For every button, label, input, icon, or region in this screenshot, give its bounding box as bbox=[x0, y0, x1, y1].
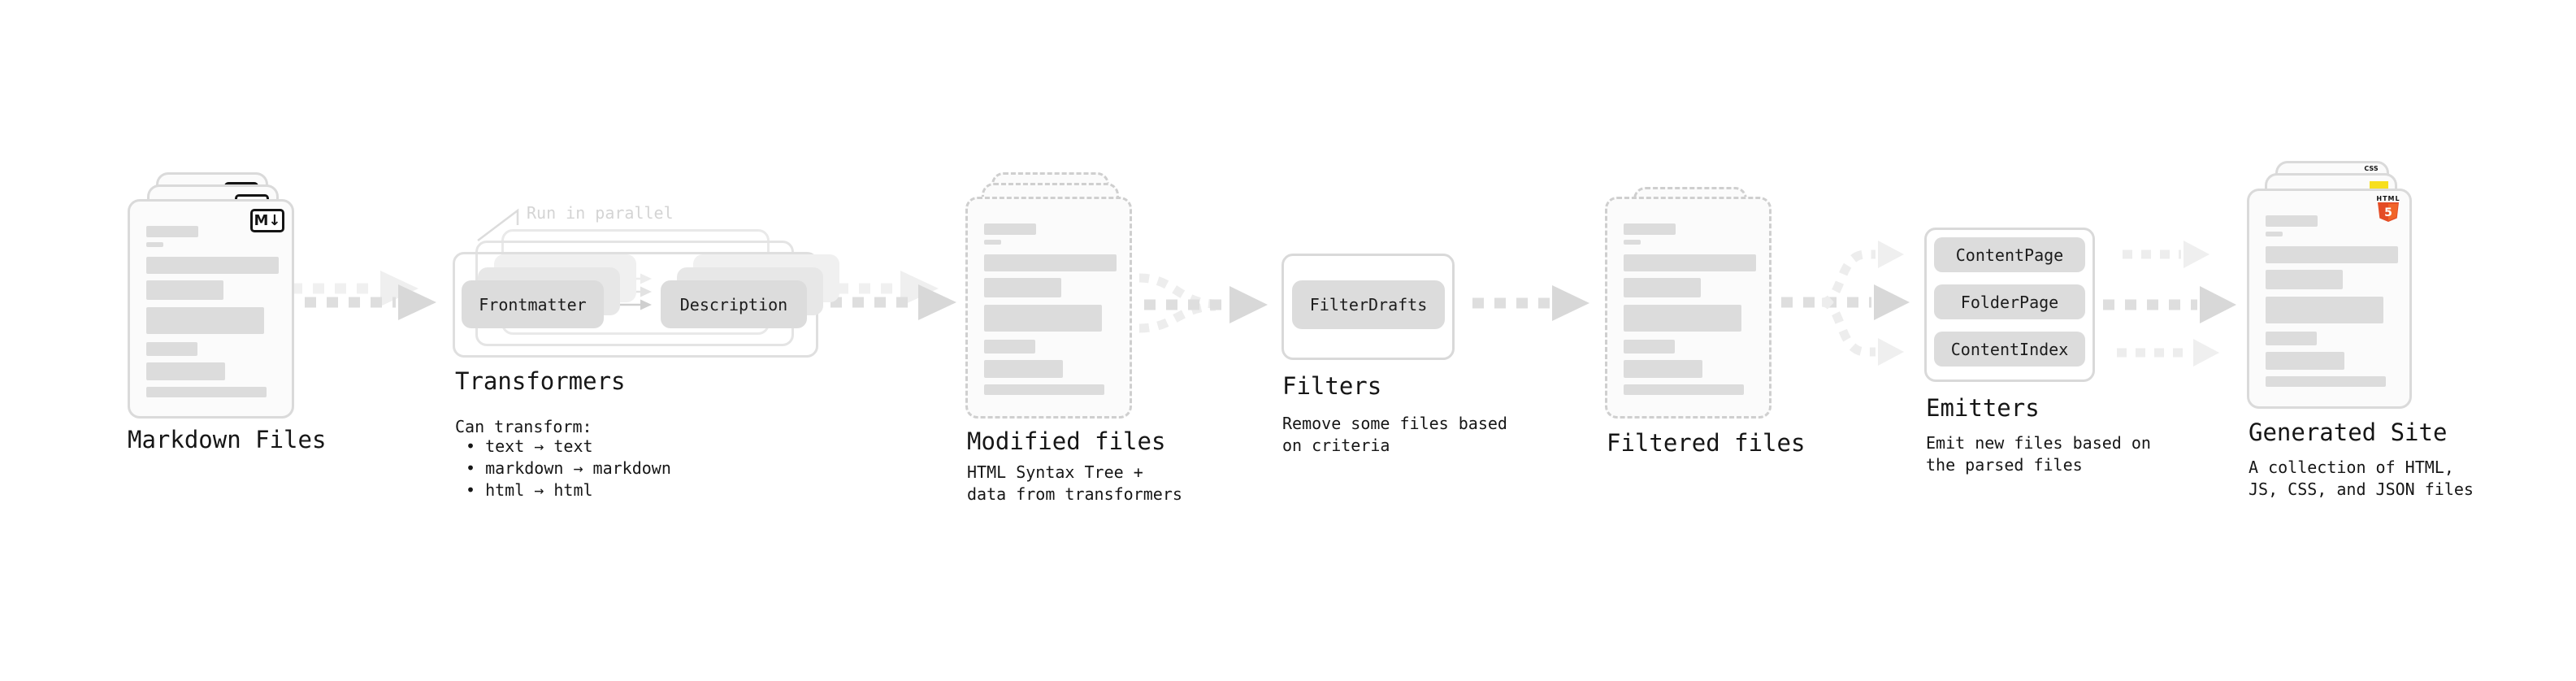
filters-description: Remove some files based on criteria bbox=[1282, 413, 1507, 457]
transformers-heading: Can transform: bbox=[455, 417, 592, 436]
arrow-markdown-to-transformers-light bbox=[291, 271, 418, 306]
arrow-filtered-to-emitters bbox=[1781, 241, 1910, 366]
arrow-emitters-to-site-bottom bbox=[2117, 339, 2219, 367]
stage-label-markdown-files: Markdown Files bbox=[128, 426, 327, 453]
file-content-skeleton bbox=[2266, 215, 2398, 387]
markdown-icon: M↓ bbox=[250, 209, 284, 232]
js-logo-icon bbox=[2370, 181, 2388, 189]
filtered-file-card-front bbox=[1605, 197, 1772, 419]
bullet-item: markdown → markdown bbox=[466, 458, 671, 479]
description-line: HTML Syntax Tree + bbox=[967, 462, 1143, 482]
filterdrafts-pill: FilterDrafts bbox=[1292, 280, 1445, 329]
description-line: the parsed files bbox=[1926, 455, 2083, 475]
modified-files-description: HTML Syntax Tree + data from transformer… bbox=[967, 462, 1182, 505]
arrow-emitters-to-site-top bbox=[2123, 241, 2210, 268]
stage-label-filters: Filters bbox=[1282, 372, 1382, 400]
stage-label-transformers: Transformers bbox=[455, 367, 626, 395]
arrow-emitters-to-site-middle bbox=[2103, 286, 2236, 323]
description-line: JS, CSS, and JSON files bbox=[2249, 479, 2474, 499]
emitters-description: Emit new files based on the parsed files bbox=[1926, 432, 2151, 476]
contentindex-pill: ContentIndex bbox=[1934, 332, 2085, 367]
folderpage-pill: FolderPage bbox=[1934, 284, 2085, 319]
arrow-markdown-to-transformers bbox=[305, 284, 436, 320]
frontmatter-pill: Frontmatter bbox=[462, 280, 604, 328]
file-content-skeleton bbox=[984, 223, 1117, 395]
description-line: Remove some files based bbox=[1282, 414, 1507, 433]
description-pill: Description bbox=[661, 280, 807, 328]
site-file-card-html: HTML 5 bbox=[2247, 189, 2412, 409]
stage-label-filtered-files: Filtered files bbox=[1607, 429, 1806, 457]
description-line: A collection of HTML, bbox=[2249, 458, 2454, 477]
markdown-file-card-front: M↓ bbox=[128, 199, 294, 419]
arrow-filters-to-filtered bbox=[1472, 285, 1589, 321]
modified-file-card-front bbox=[965, 197, 1132, 419]
bullet-item: html → html bbox=[466, 479, 671, 501]
stage-label-generated-site: Generated Site bbox=[2249, 419, 2448, 446]
html5-logo-icon: HTML 5 bbox=[2376, 195, 2400, 225]
contentpage-pill: ContentPage bbox=[1934, 237, 2085, 272]
file-content-skeleton bbox=[1624, 223, 1756, 395]
stage-label-modified-files: Modified files bbox=[967, 427, 1166, 455]
arrow-transformers-to-modified bbox=[830, 284, 956, 320]
arrow-modified-to-filters bbox=[1138, 273, 1268, 333]
svg-text:5: 5 bbox=[2384, 206, 2392, 219]
stage-label-emitters: Emitters bbox=[1926, 394, 2040, 422]
description-line: on criteria bbox=[1282, 436, 1390, 455]
bullet-item: text → text bbox=[466, 436, 671, 458]
generated-site-description: A collection of HTML, JS, CSS, and JSON … bbox=[2249, 457, 2474, 501]
transformers-bullet-list: text → text markdown → markdown html → h… bbox=[466, 436, 671, 501]
file-content-skeleton bbox=[146, 226, 279, 397]
run-in-parallel-annotation: Run in parallel bbox=[527, 203, 674, 223]
description-line: data from transformers bbox=[967, 484, 1182, 504]
description-line: Emit new files based on bbox=[1926, 433, 2151, 453]
